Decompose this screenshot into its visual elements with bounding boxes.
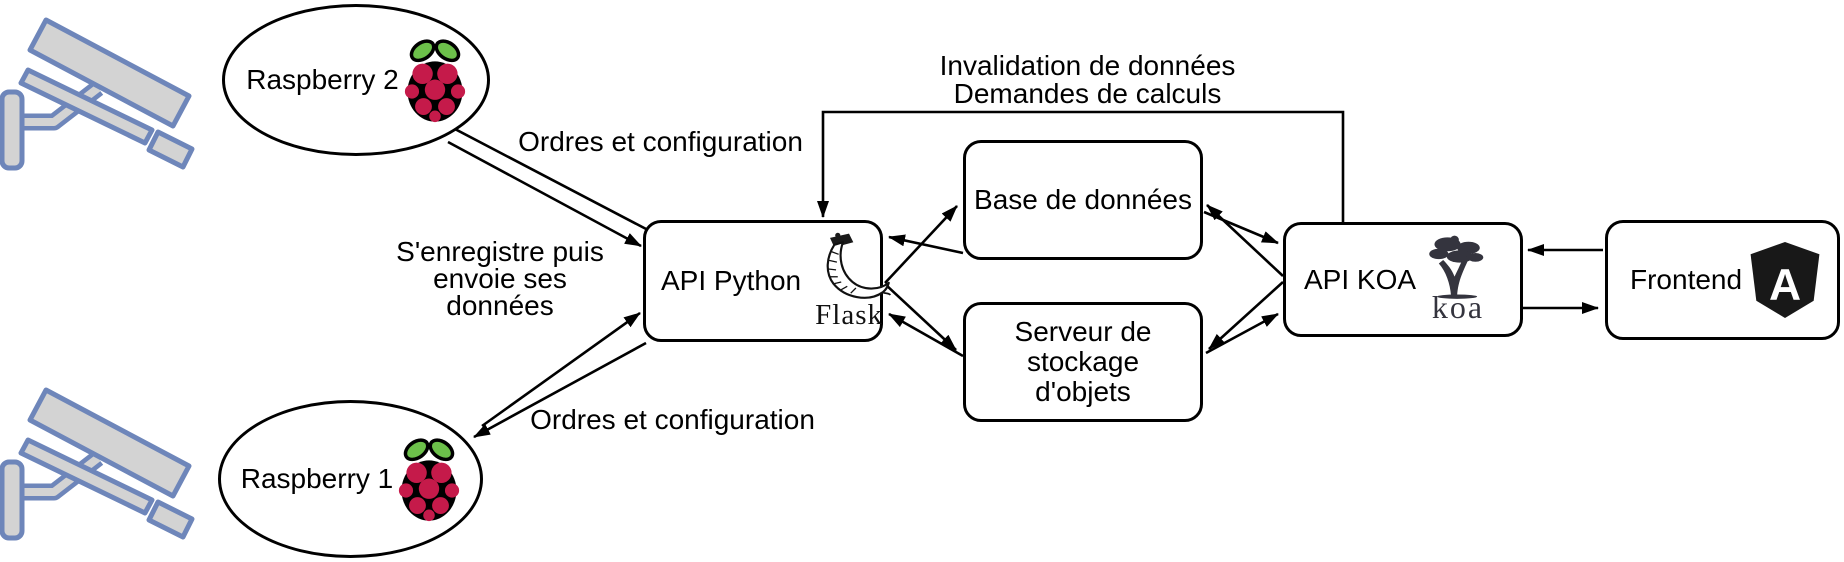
edge-database-apikoa — [1203, 204, 1284, 277]
koa-logo: koa — [1422, 233, 1494, 326]
cctv-camera-icon-bottom — [0, 387, 195, 541]
edge-label-register: S'enregistre puis envoie ses données — [396, 236, 604, 321]
raspberry1-label: Raspberry 1 — [240, 463, 394, 494]
object-storage-label-line1: Serveur de stockage — [1014, 316, 1152, 377]
edge-label-invalidation: Invalidation de données Demandes de calc… — [939, 50, 1236, 109]
node-object-storage: Serveur de stockage d'objets — [963, 302, 1203, 422]
node-raspberry-1: Raspberry 1 — [218, 400, 483, 558]
edge-raspberry2-apipython — [431, 115, 649, 248]
edge-apipython-storage — [884, 283, 964, 358]
api-koa-label: API KOA — [1304, 263, 1417, 295]
edge-label-orders-bottom: Ordres et configuration — [530, 404, 815, 435]
database-label: Base de données — [974, 184, 1192, 215]
edge-storage-apikoa — [1205, 281, 1284, 355]
cctv-camera-icon-top — [0, 17, 195, 171]
raspberry-pi-logo — [399, 438, 460, 522]
node-database: Base de données — [963, 140, 1203, 260]
angular-logo: A — [1750, 242, 1820, 318]
raspberry-pi-logo — [404, 39, 465, 123]
node-api-koa: API KOA koa — [1283, 222, 1523, 337]
frontend-label: Frontend — [1630, 264, 1743, 295]
edge-label-orders-top: Ordres et configuration — [518, 126, 803, 157]
raspberry2-label: Raspberry 2 — [246, 64, 399, 95]
angular-letter: A — [1769, 261, 1801, 310]
node-frontend: Frontend A — [1605, 220, 1840, 340]
edge-apipython-database — [884, 205, 964, 284]
api-python-label: API Python — [661, 265, 802, 296]
flask-logo: Flask — [801, 231, 897, 332]
flask-wordmark: Flask — [815, 298, 884, 331]
edge-apikoa-apipython-invalidation — [817, 110, 1345, 222]
edge-raspberry1-apipython — [473, 311, 647, 439]
node-api-python: API Python Flask — [643, 220, 892, 342]
node-raspberry-2: Raspberry 2 — [222, 4, 490, 156]
koa-wordmark: koa — [1431, 289, 1485, 325]
object-storage-label-line2: d'objets — [1035, 376, 1131, 407]
